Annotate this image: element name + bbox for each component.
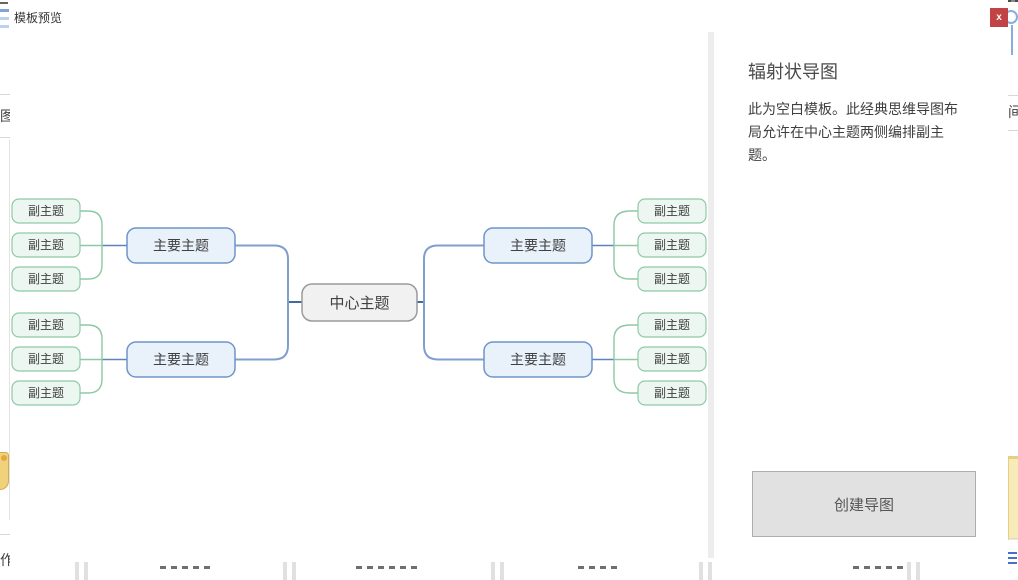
connector-subtopic [613,359,638,394]
center-topic-node [301,283,418,322]
background-card-label-top [853,566,907,569]
background-card-top [283,562,296,580]
subtopic-label: 副主题 [28,352,64,366]
subtopic-node [637,232,707,258]
main-topic-label: 主要主题 [510,238,566,254]
background-pencil-icon [0,452,9,490]
background-chart-icon [1008,552,1017,566]
main-topic-node [126,341,236,378]
connector-center-to-main [423,302,484,361]
background-card-label-top [356,566,420,569]
subtopic-label: 副主题 [28,272,64,286]
subtopic-label: 副主题 [654,204,690,218]
subtopic-node [637,346,707,372]
dialog-title: 模板预览 [14,11,63,25]
connector-subtopic [80,359,103,394]
subtopic-node [637,312,707,338]
background-divider [0,94,10,95]
main-topic-label: 主要主题 [153,352,209,368]
subtopic-node [11,232,81,258]
background-card-top [907,562,920,580]
background-note-icon [1008,456,1018,540]
background-bottom-left-label: 作 [0,552,10,568]
background-pin-icon-stem [1011,25,1013,55]
background-divider [1008,130,1018,131]
background-left-label: 图 [0,108,10,124]
subtopic-node [11,312,81,338]
background-divider [0,534,10,535]
subtopic-node [11,380,81,406]
subtopic-label: 副主题 [654,318,690,332]
background-divider [1008,95,1018,96]
connector-subtopic [80,245,103,280]
template-description: 此为空白模板。此经典思维导图布局允许在中心主题两侧编排副主题。 [748,101,958,163]
connector-subtopic [80,324,103,360]
subtopic-label: 副主题 [654,352,690,366]
subtopic-label: 副主题 [654,272,690,286]
subtopic-label: 副主题 [28,318,64,332]
subtopic-node [637,380,707,406]
background-card-label-top [160,566,212,569]
connector-center-to-main [235,244,289,302]
main-topic-label: 主要主题 [510,352,566,368]
background-divider [1008,538,1018,539]
subtopic-node [637,266,707,292]
subtopic-label: 副主题 [28,238,64,252]
subtopic-node [11,198,81,224]
main-topic-node [483,341,593,378]
create-map-button[interactable]: 创建导图 [752,471,976,537]
subtopic-label: 副主题 [28,204,64,218]
connector-center-to-main [423,244,484,302]
subtopic-node [637,198,707,224]
background-card-top [699,562,712,580]
subtopic-label: 副主题 [654,386,690,400]
subtopic-label: 副主题 [654,238,690,252]
background-right-label: 间 [1008,104,1018,120]
background-card-top [491,562,504,580]
background-card-line [0,17,9,20]
template-name: 辐射状导图 [748,62,838,82]
mindmap-preview: 中心主题 主要主题 主要主题 主要主题 主要主题 副主题 副主题 副主题 副主题… [11,198,707,406]
background-card-line [0,9,9,12]
background-card-line [0,25,9,28]
background-card-label-top [578,566,620,569]
main-topic-node [483,227,593,264]
connector-center-to-main [235,302,289,361]
center-topic-label: 中心主题 [329,295,389,312]
background-card-top [75,562,88,580]
subtopic-label: 副主题 [28,386,64,400]
subtopic-node [11,266,81,292]
background-panel-edge [9,140,10,520]
connector-subtopic [613,245,638,280]
template-preview-dialog: 模板预览 x [10,0,1008,558]
close-icon[interactable]: x [990,8,1008,27]
background-divider [0,137,10,138]
subtopic-node [11,346,81,372]
preview-panel-divider [708,32,714,558]
main-topic-label: 主要主题 [153,238,209,254]
connector-subtopic [613,210,638,246]
connector-subtopic [80,210,103,246]
background-card-line [0,2,8,4]
main-topic-node [126,227,236,264]
connector-subtopic [613,324,638,360]
